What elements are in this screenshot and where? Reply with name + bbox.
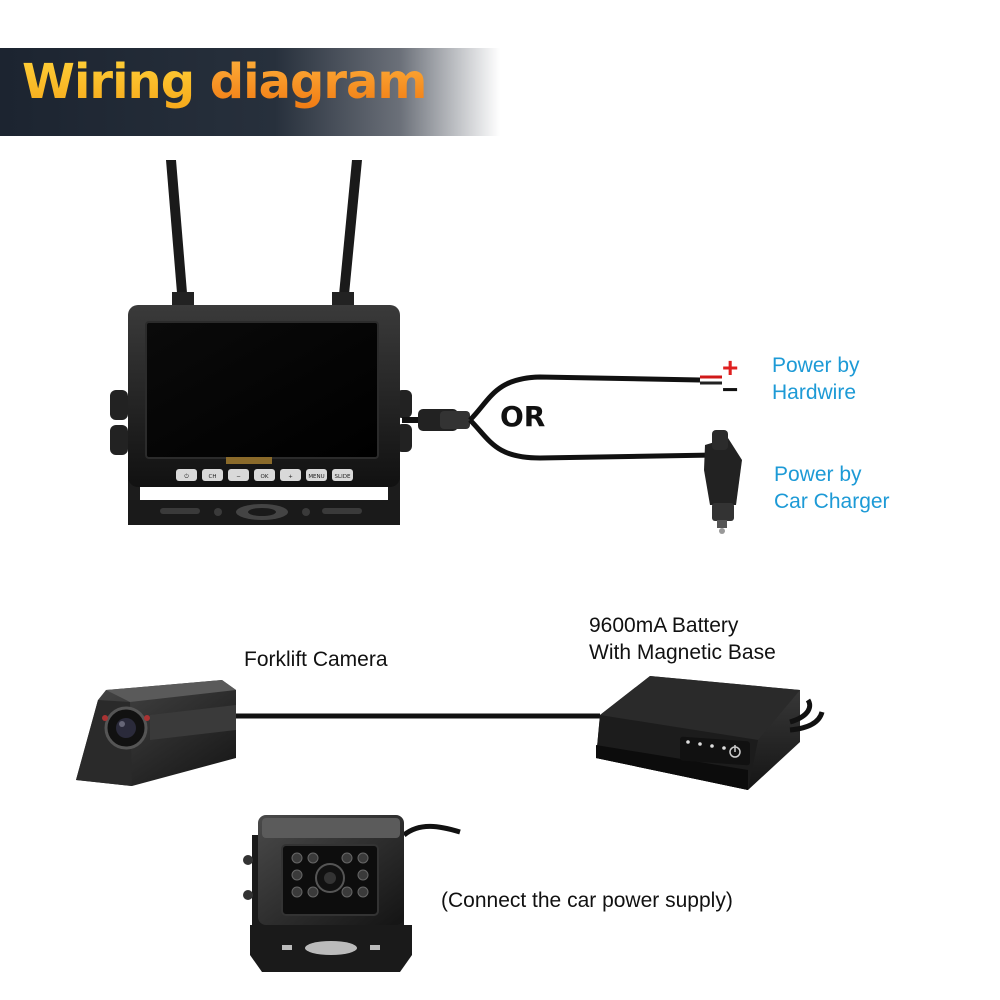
battery-power-icon xyxy=(729,745,741,758)
monitor-button-label: + xyxy=(288,474,293,480)
power-cables xyxy=(402,374,742,534)
title-banner xyxy=(0,48,500,136)
monitor-button[interactable] xyxy=(280,469,301,481)
antenna-left-icon xyxy=(166,160,188,305)
page-title: Wiring diagram xyxy=(22,58,427,106)
hardwire-minus-sign: − xyxy=(722,374,739,405)
monitor-button[interactable] xyxy=(254,469,275,481)
or-label: OR xyxy=(500,400,546,433)
forklift-camera-device xyxy=(76,680,236,786)
ir-led-array-icon xyxy=(291,852,369,898)
monitor-button[interactable] xyxy=(332,469,353,481)
monitor-button-strip: ⏻ CH − OK + MENU SLIDE xyxy=(176,469,353,481)
car-power-note: (Connect the car power supply) xyxy=(441,889,733,912)
charger-label-line1: Power by xyxy=(774,463,862,486)
forklift-camera-label: Forklift Camera xyxy=(244,648,388,671)
monitor-device: ⏻ CH − OK + MENU SLIDE xyxy=(110,160,412,525)
monitor-button[interactable] xyxy=(306,469,327,481)
hardwire-label-line1: Power by xyxy=(772,354,860,377)
hardwire-label-line2: Hardwire xyxy=(772,381,857,404)
battery-label-line1: 9600mA Battery xyxy=(589,614,739,637)
hardwire-plus-sign: + xyxy=(722,352,739,383)
title-word-wiring: Wiring xyxy=(22,54,195,110)
monitor-button[interactable] xyxy=(176,469,197,481)
car-charger-plug-icon xyxy=(704,430,742,534)
battery-label-line2: With Magnetic Base xyxy=(589,641,776,664)
monitor-button-label: OK xyxy=(261,474,269,480)
truck-camera-device xyxy=(243,815,461,972)
monitor-button[interactable] xyxy=(202,469,223,481)
monitor-screen xyxy=(145,321,379,459)
monitor-button-label: ⏻ xyxy=(184,473,189,480)
monitor-button-label: MENU xyxy=(308,474,324,480)
monitor-button[interactable] xyxy=(228,469,249,481)
battery-device xyxy=(596,676,825,790)
title-word-diagram: diagram xyxy=(209,54,428,110)
knob-left-icon xyxy=(110,390,128,420)
monitor-button-label: SLIDE xyxy=(335,474,351,480)
antenna-right-icon xyxy=(338,160,362,305)
charger-label-line2: Car Charger xyxy=(774,490,890,513)
monitor-button-label: CH xyxy=(209,474,217,480)
monitor-button-label: − xyxy=(236,474,241,480)
